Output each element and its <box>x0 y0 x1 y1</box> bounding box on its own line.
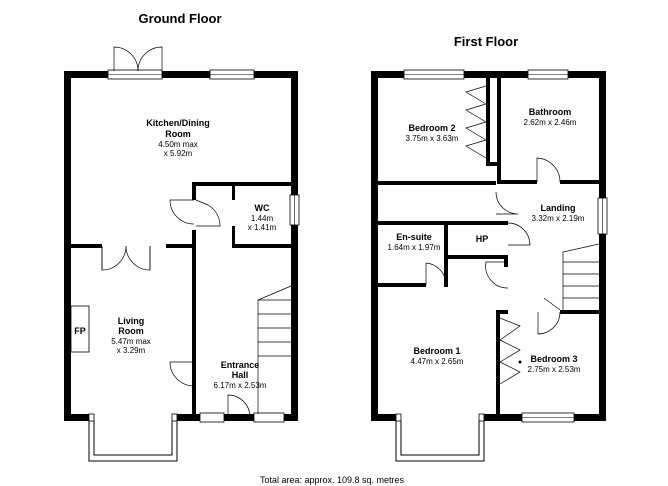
door-icon <box>195 199 221 227</box>
kitchen-dimensions: x 5.92m <box>164 149 193 158</box>
hp-label: HP <box>476 234 489 244</box>
living-room-dimensions: x 3.29m <box>117 346 146 355</box>
bedroom-3-name: Bedroom 3 <box>530 354 577 364</box>
door-icon <box>169 361 195 387</box>
kitchen-name: Kitchen/Dining <box>146 118 210 128</box>
stairs-icon <box>257 285 292 414</box>
bay-window <box>88 413 178 462</box>
bedroom-3-dimensions: 2.75m x 2.53m <box>528 365 581 374</box>
living-room-dimensions: 5.47m max <box>111 337 151 346</box>
door-icon <box>537 311 561 335</box>
double-door-icon <box>101 245 151 271</box>
wardrobe-icon <box>465 85 487 159</box>
hall-name: Entrance <box>221 360 260 370</box>
ground-floor-title: Ground Floor <box>138 11 221 26</box>
bedroom-2-dimensions: 3.75m x 3.63m <box>406 134 459 143</box>
landing-dimensions: 3.32m x 2.19m <box>532 214 585 223</box>
stairs-icon <box>543 243 600 311</box>
living-room-name: Room <box>118 326 144 336</box>
window <box>199 412 285 423</box>
bedroom-1-name: Bedroom 1 <box>413 346 460 356</box>
ensuite-dimensions: 1.64m x 1.97m <box>388 243 441 252</box>
door-icon <box>507 222 531 246</box>
wc-dimensions: x 1.41m <box>248 223 277 232</box>
front-door-icon <box>227 394 251 418</box>
wardrobe-icon <box>499 317 522 385</box>
ensuite-name: En-suite <box>396 232 432 242</box>
french-doors-icon <box>113 46 163 72</box>
landing-name: Landing <box>541 203 576 213</box>
door-icon <box>169 199 195 225</box>
bathroom-name: Bathroom <box>529 107 572 117</box>
bay-window <box>395 413 485 462</box>
living-room-name: Living <box>118 316 145 326</box>
fireplace-label: FP <box>74 326 86 336</box>
window <box>403 69 465 80</box>
total-area: Total area: approx. 109.8 sq. metres <box>260 475 405 485</box>
ground-floor-plan: Ground Floor Kitchen/Dining Room 4.50m m… <box>64 11 300 462</box>
bathroom-dimensions: 2.62m x 2.46m <box>524 118 577 127</box>
first-floor-plan: First Floor Bedroom 2 3.75m x 3.63m Bath… <box>371 34 608 462</box>
window <box>107 69 163 80</box>
window <box>209 69 255 80</box>
kitchen-name: Room <box>165 129 191 139</box>
hall-dimensions: 6.17m x 2.53m <box>214 381 267 390</box>
window <box>521 412 575 423</box>
bedroom-1-dimensions: 4.47m x 2.65m <box>411 357 464 366</box>
door-icon <box>425 262 447 285</box>
hall-name: Hall <box>232 370 249 380</box>
wc-dimensions: 1.44m <box>251 214 274 223</box>
first-floor-title: First Floor <box>454 34 518 49</box>
bedroom-2-name: Bedroom 2 <box>408 123 455 133</box>
kitchen-dimensions: 4.50m max <box>158 140 198 149</box>
window <box>527 69 569 80</box>
wc-name: WC <box>255 203 270 213</box>
window <box>289 194 300 226</box>
fireplace-icon <box>70 305 90 353</box>
door-icon <box>536 157 561 183</box>
door-icon <box>495 191 519 215</box>
window <box>597 197 608 235</box>
door-icon <box>485 261 509 289</box>
